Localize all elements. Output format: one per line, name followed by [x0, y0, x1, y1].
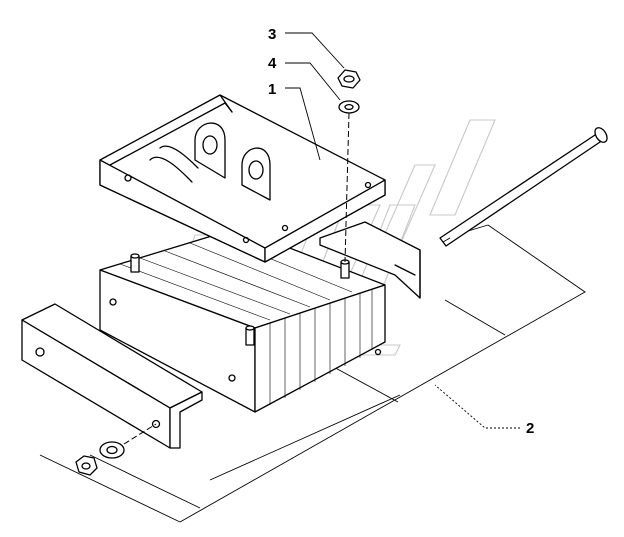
rubber-mount-block — [99, 227, 386, 413]
top-bracket-plate — [99, 94, 386, 263]
callout-1: 1 — [268, 81, 276, 98]
callout-2: 2 — [526, 420, 534, 437]
washer-bottom — [99, 441, 125, 459]
centerline-bottom — [123, 423, 157, 445]
front-angle-bracket — [21, 303, 236, 449]
nut-bottom — [75, 455, 98, 476]
assembly-ground-outline — [39, 224, 586, 523]
leader-3 — [285, 32, 345, 69]
long-bolt — [439, 127, 608, 247]
leader-2 — [434, 384, 520, 429]
leader-1 — [285, 87, 321, 161]
washer-top — [338, 100, 360, 114]
rear-angle-bracket — [319, 221, 421, 299]
callout-4: 4 — [268, 55, 277, 72]
nut-top — [337, 69, 361, 89]
centerline-top — [344, 112, 350, 263]
callout-3: 3 — [268, 26, 276, 43]
leader-4 — [285, 62, 341, 101]
